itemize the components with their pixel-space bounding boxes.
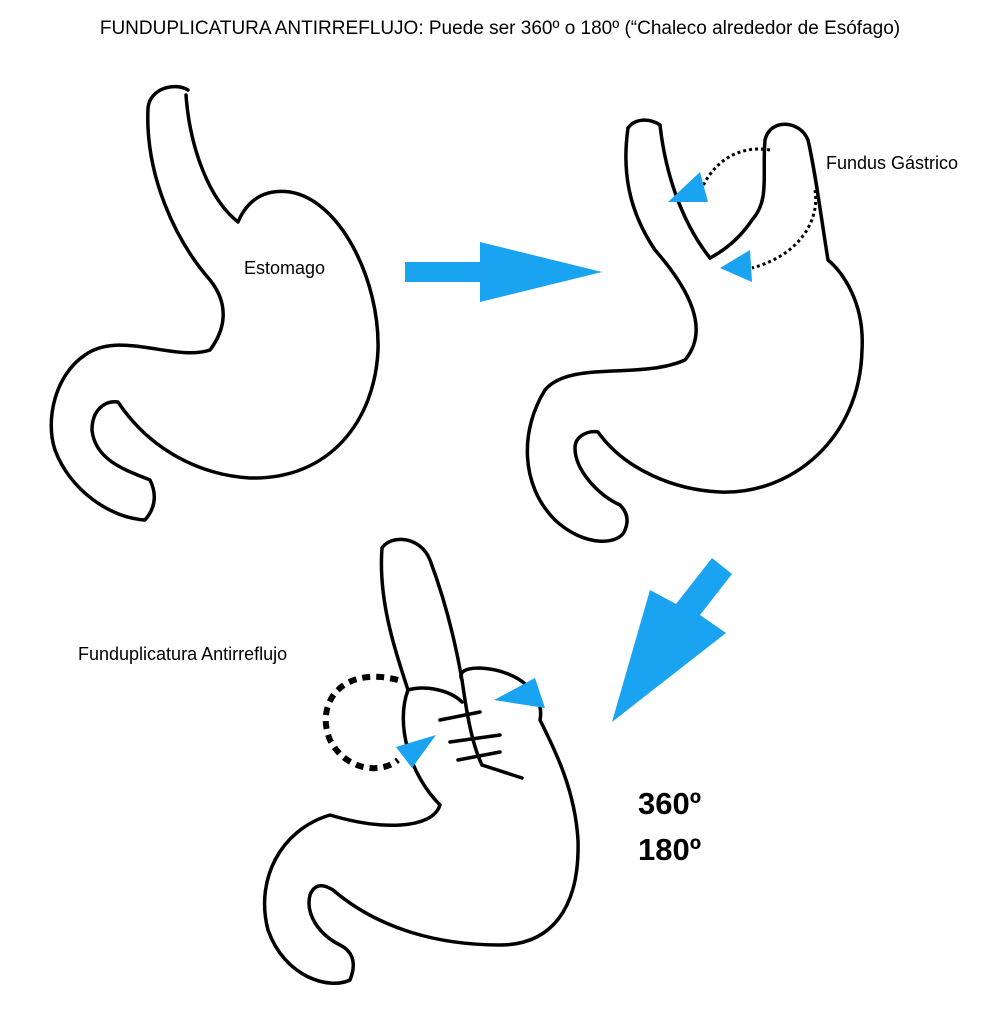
stomach-fundus-outline [525,118,864,543]
stomach-fundoplication-outline [262,537,580,985]
arrow-down-left-icon [612,558,732,722]
suture-lines [438,710,524,780]
label-fundoplication: Funduplicatura Antirreflujo [78,644,288,664]
angle-180-label: 180º [638,832,702,867]
fold-path-lower [751,189,818,270]
fold-arrowhead-lower-icon [720,250,752,282]
label-stomach: Estomago [244,258,326,278]
label-fundus: Fundus Gástrico [826,153,959,173]
fold-path-upper [700,147,771,189]
fold-arrowhead-upper-icon [668,172,708,202]
wrap-path-dotted [322,673,400,772]
angle-360-label: 360º [638,786,702,821]
diagram-title: FUNDUPLICATURA ANTIRREFLUJO: Puede ser 3… [99,18,901,39]
arrow-right-icon [405,242,602,302]
stomach-normal-outline [49,84,380,522]
wrap-arrowhead-left-icon [396,735,436,768]
wrap-arrowhead-right-icon [494,678,545,708]
